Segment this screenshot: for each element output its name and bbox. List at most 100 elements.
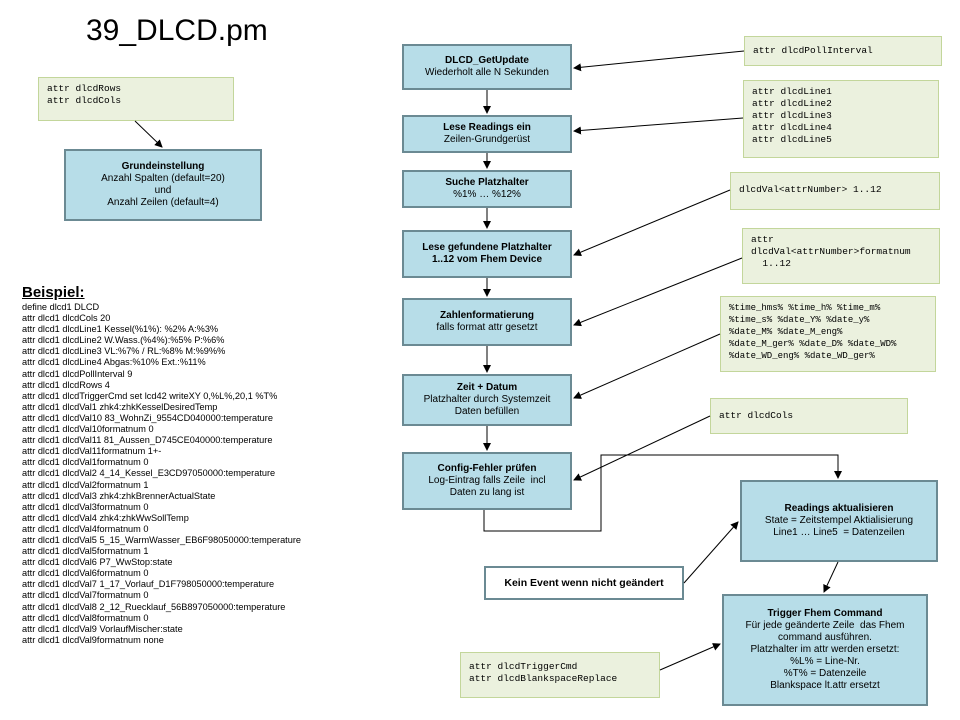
example-line: attr dlcd1 dlcdVal3formatnum 0 (22, 501, 149, 512)
note-line: %date_M_ger% %date_D% %date_WD% (729, 339, 897, 349)
example-line: attr dlcd1 dlcdVal7formatnum 0 (22, 590, 149, 601)
example-line: attr dlcd1 dlcdVal6formatnum 0 (22, 568, 149, 579)
flow-step-text: falls format attr gesetzt (436, 322, 538, 333)
flow-step-text: Zeilen-Grundgerüst (443, 134, 531, 145)
flow-step-text: 1..12 vom Fhem Device (431, 254, 543, 265)
example-line: attr dlcd1 dlcdLine1 Kessel(%1%): %2% A:… (22, 324, 219, 335)
example-line: attr dlcd1 dlcdVal3 zhk4:zhkBrennerActua… (22, 490, 216, 501)
note-line: attr dlcdLine1 (752, 86, 832, 97)
example-line: attr dlcd1 dlcdVal11 81_Aussen_D745CE040… (22, 435, 273, 446)
flow-step-text: Log-Eintrag falls Zeile incl (428, 475, 546, 486)
trigger-text: command ausführen. (778, 632, 872, 643)
flow-step-suche-platzhalter: Suche Platzhalter %1% … %12% (402, 170, 572, 208)
note-line: attr dlcdTriggerCmd (469, 661, 578, 672)
example-line: attr dlcd1 dlcdVal8formatnum 0 (22, 612, 149, 623)
trigger-text: %T% = Datenzeile (783, 668, 867, 679)
flow-step-lese-readings: Lese Readings ein Zeilen-Grundgerüst (402, 115, 572, 153)
readings-title: Readings aktualisieren (784, 503, 894, 514)
example-line: attr dlcd1 dlcdVal10formatnum 0 (22, 424, 154, 435)
flow-step-zahlenformatierung: Zahlenformatierung falls format attr ges… (402, 298, 572, 346)
example-line: attr dlcd1 dlcdTriggerCmd set lcd42 writ… (22, 390, 278, 401)
trigger-text: %L% = Line-Nr. (790, 656, 860, 667)
flow-step-title: Config-Fehler prüfen (437, 463, 537, 474)
flow-step-lese-platzhalter: Lese gefundene Platzhalter 1..12 vom Fhe… (402, 230, 572, 278)
example-line: attr dlcd1 dlcdVal6 P7_WwStop:state (22, 557, 173, 568)
flow-step-title: Lese Readings ein (443, 122, 531, 133)
flow-step-getupdate: DLCD_GetUpdate Wiederholt alle N Sekunde… (402, 44, 572, 90)
example-line: attr dlcd1 dlcdCols 20 (22, 313, 111, 324)
flow-step-title: DLCD_GetUpdate (445, 55, 529, 66)
note-cols: attr dlcdCols (710, 398, 908, 434)
example-line: attr dlcd1 dlcdLine4 Abgas:%10% Ext.:%11… (22, 357, 206, 368)
page-title: 39_DLCD.pm (86, 14, 268, 47)
flow-step-title: Zahlenformatierung (440, 310, 534, 321)
example-line: attr dlcd1 dlcdVal8 2_12_Ruecklauf_56B89… (22, 601, 286, 612)
flow-step-text: Platzhalter durch Systemzeit (423, 394, 551, 405)
example-line: attr dlcd1 dlcdVal9 VorlaufMischer:state (22, 623, 183, 634)
note-line: dlcdVal<attrNumber>formatnum (751, 246, 911, 257)
trigger-text: Platzhalter im attr werden ersetzt: (750, 644, 900, 655)
example-line: attr dlcd1 dlcdPollInterval 9 (22, 368, 133, 379)
note-line: dlcdVal<attrNumber> 1..12 (739, 184, 882, 195)
flow-step-text: Daten befüllen (454, 406, 520, 417)
flow-step-text: %1% … %12% (453, 189, 521, 200)
note-line: attr dlcdRows (47, 83, 122, 94)
flow-step-title: Suche Platzhalter (445, 177, 529, 188)
note-poll-interval: attr dlcdPollInterval (744, 36, 942, 66)
readings-text: State = Zeitstempel Aktialisierung (764, 515, 914, 526)
example-line: attr dlcd1 dlcdVal10 83_WohnZi_9554CD040… (22, 412, 273, 423)
flow-step-title: Lese gefundene Platzhalter (422, 242, 552, 253)
example-line: define dlcd1 DLCD (22, 302, 100, 312)
example-line: attr dlcd1 dlcdVal9formatnum none (22, 634, 164, 645)
grundeinstellung-text: Anzahl Zeilen (default=4) (107, 197, 219, 208)
note-line: attr dlcdLine3 (752, 110, 832, 121)
trigger-text: Für jede geänderte Zeile das Fhem (745, 620, 905, 631)
note-line: attr dlcdPollInterval (753, 45, 873, 56)
example-line: attr dlcd1 dlcdLine3 VL:%7% / RL:%8% M:%… (22, 346, 226, 357)
flow-step-config-check: Config-Fehler prüfen Log-Eintrag falls Z… (402, 452, 572, 510)
note-dlcdval: dlcdVal<attrNumber> 1..12 (730, 172, 940, 210)
flow-step-title: Zeit + Datum (456, 382, 518, 393)
no-event-box: Kein Event wenn nicht geändert (484, 566, 684, 600)
note-line: %date_WD_eng% %date_WD_ger% (729, 351, 875, 361)
trigger-text: Blankspace lt.attr ersetzt (770, 680, 880, 691)
note-line: %date_M% %date_M_eng% (729, 327, 843, 337)
flow-step-zeit-datum: Zeit + Datum Platzhalter durch Systemzei… (402, 374, 572, 426)
example-line: attr dlcd1 dlcdVal4formatnum 0 (22, 523, 149, 534)
flow-step-text: Wiederholt alle N Sekunden (425, 67, 549, 78)
note-line: attr dlcdCols (47, 95, 122, 106)
grundeinstellung-text: Anzahl Spalten (default=20) (101, 173, 225, 184)
note-line: attr dlcdCols (719, 410, 794, 421)
example-line: attr dlcd1 dlcdVal4 zhk4:zhkWwSollTemp (22, 512, 189, 523)
note-line: attr dlcdBlankspaceReplace (469, 673, 618, 684)
note-line: 1..12 (751, 258, 791, 269)
example-line: attr dlcd1 dlcdLine2 W.Wass.(%4%):%5% P:… (22, 335, 225, 346)
note-line: %time_s% %date_Y% %date_y% (729, 315, 870, 325)
note-line: %time_hms% %time_h% %time_m% (729, 303, 881, 313)
flow-step-text: Daten zu lang ist (449, 487, 525, 498)
no-event-text: Kein Event wenn nicht geändert (504, 577, 664, 589)
example-line: attr dlcd1 dlcdVal2formatnum 1 (22, 479, 149, 490)
example-heading: Beispiel: (22, 284, 85, 301)
example-line: attr dlcd1 dlcdVal11formatnum 1+- (22, 446, 162, 457)
note-line: attr dlcdLine5 (752, 134, 832, 145)
example-line: attr dlcd1 dlcdVal5 5_15_WarmWasser_EB6F… (22, 534, 302, 545)
note-line: attr (751, 234, 774, 245)
example-line: attr dlcd1 dlcdVal1formatnum 0 (22, 457, 149, 468)
grundeinstellung-title: Grundeinstellung (121, 161, 205, 172)
readings-text: Line1 … Line5 = Datenzeilen (773, 527, 905, 538)
example-line: attr dlcd1 dlcdVal2 4_14_Kessel_E3CD9705… (22, 468, 276, 479)
note-time-placeholders: %time_hms% %time_h% %time_m% %time_s% %da… (720, 296, 936, 372)
readings-update-box: Readings aktualisieren State = Zeitstemp… (740, 480, 938, 562)
example-line: attr dlcd1 dlcdVal7 1_17_Vorlauf_D1F7980… (22, 579, 275, 590)
grundeinstellung-box: Grundeinstellung Anzahl Spalten (default… (64, 149, 262, 221)
example-line: attr dlcd1 dlcdVal5formatnum 1 (22, 546, 149, 557)
example-line: attr dlcd1 dlcdRows 4 (22, 379, 110, 390)
